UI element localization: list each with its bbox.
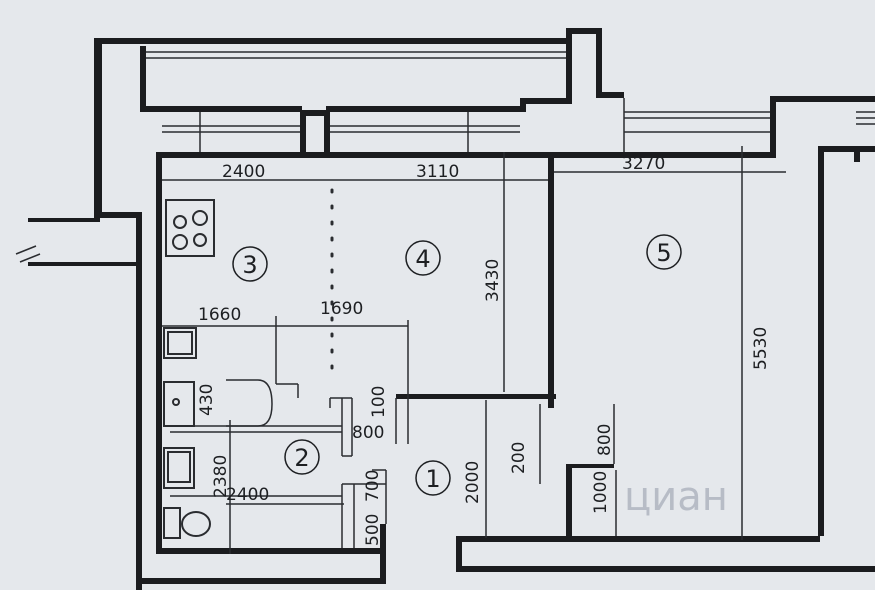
dim-top-room5: 3270 <box>622 154 665 174</box>
dim-top-room3: 2400 <box>222 162 265 182</box>
dim-room5-height: 5530 <box>751 327 771 370</box>
dimension-labels: 2400 3110 3270 3430 5530 1660 1690 430 2… <box>197 154 771 546</box>
dim-hall-small: 200 <box>509 442 529 474</box>
dim-bath-small: 430 <box>197 384 217 416</box>
room-3-marker: 3 <box>232 246 268 282</box>
room-2-marker: 2 <box>284 439 320 475</box>
dim-niche-bottom: 1000 <box>591 471 611 514</box>
dim-corridor-mid: 1690 <box>320 299 363 319</box>
room-4-marker: 4 <box>405 240 441 276</box>
room-5-marker: 5 <box>646 234 682 270</box>
bathtub-icon <box>163 447 195 489</box>
room-3-label: 3 <box>242 251 257 279</box>
walls <box>28 28 875 590</box>
room-1-marker: 1 <box>415 460 451 496</box>
sink-icon <box>163 327 197 359</box>
watermark-logo: циан <box>624 474 728 520</box>
dim-bath-height: 2380 <box>211 455 231 498</box>
dim-corridor-left: 1660 <box>198 305 241 325</box>
room-2-label: 2 <box>294 444 309 472</box>
toilet-icon <box>163 507 211 539</box>
stove-icon <box>165 199 215 257</box>
room-labels: 3 4 5 2 1 <box>232 234 682 496</box>
dim-closet-height: 700 <box>363 470 383 502</box>
dim-door-width: 800 <box>352 423 384 443</box>
dim-top-room4: 3110 <box>416 162 459 182</box>
dim-hall-height: 2000 <box>463 461 483 504</box>
thin-lines <box>15 51 875 554</box>
room-4-label: 4 <box>415 245 430 273</box>
room-1-label: 1 <box>425 465 440 493</box>
room-5-label: 5 <box>656 239 671 267</box>
fixtures <box>163 199 215 539</box>
dim-room4-height: 3430 <box>483 259 503 302</box>
dim-closet-small: 500 <box>363 514 383 546</box>
washbasin-icon <box>163 381 195 427</box>
dim-door-height: 100 <box>369 386 389 418</box>
dim-bath-width: 2400 <box>226 485 269 505</box>
dim-niche-height: 800 <box>595 424 615 456</box>
